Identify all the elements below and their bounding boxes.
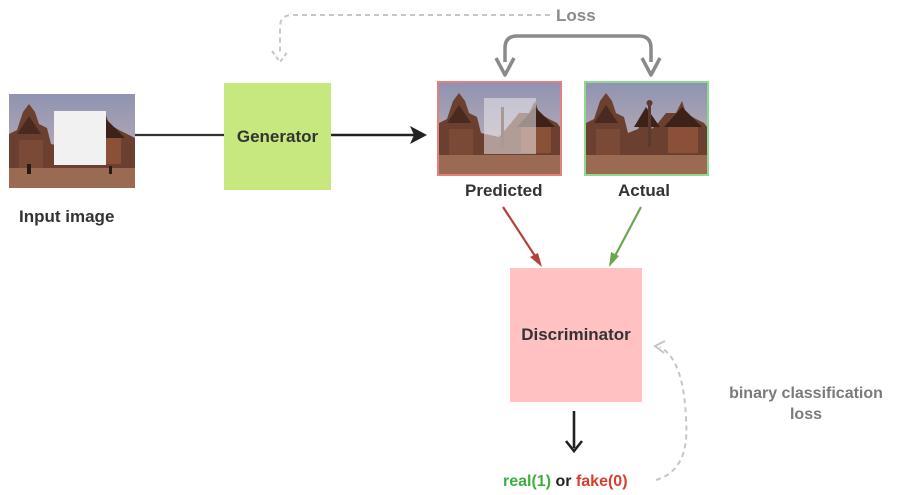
predicted-label: Predicted — [465, 181, 543, 200]
discriminator-output-arrow — [564, 411, 584, 454]
actual-label: Actual — [618, 181, 670, 200]
discriminator-label: Discriminator — [521, 325, 631, 344]
binary-loss-line2: loss — [789, 406, 822, 423]
binary-loss-line1: binary classification — [729, 385, 883, 402]
binary-loss-feedback-arrow — [653, 340, 688, 481]
input-image — [9, 94, 135, 188]
discriminator-block: Discriminator — [510, 268, 642, 402]
loss-label: Loss — [556, 6, 596, 25]
binary-classification-loss-label: binary classification loss — [706, 383, 899, 425]
actual-image — [584, 81, 709, 176]
temple-photo-icon — [586, 83, 707, 174]
predicted-fill-region — [484, 98, 536, 154]
fake-output-label: fake(0) — [575, 473, 628, 490]
loss-feedback-arrow — [271, 14, 550, 64]
discriminator-output: real(1) or fake(0) — [503, 473, 628, 491]
input-image-label: Input image — [19, 207, 115, 226]
generator-label: Generator — [236, 126, 319, 146]
predicted-image — [437, 81, 562, 176]
loss-bracket-arrow — [494, 34, 662, 77]
generator-to-predicted-arrow — [331, 126, 427, 144]
real-output-label: real(1) — [503, 473, 552, 490]
or-label: or — [555, 473, 572, 490]
predicted-to-discriminator-arrow — [502, 206, 542, 267]
actual-to-discriminator-arrow — [609, 206, 642, 267]
generator-block: Generator — [224, 83, 331, 190]
masked-region — [54, 111, 106, 165]
